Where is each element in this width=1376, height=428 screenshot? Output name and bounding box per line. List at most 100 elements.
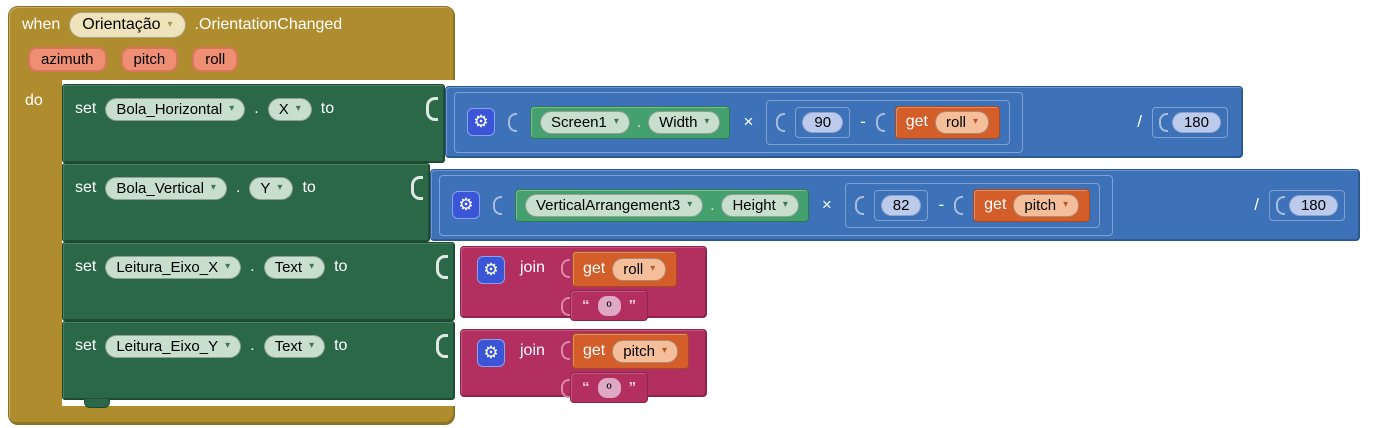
property-dropdown[interactable]: Y ▾ <box>249 176 294 200</box>
property-label: Text <box>274 337 303 355</box>
set-block-bola-vertical-y[interactable]: set Bola_Vertical ▾ . Y ▾ to <box>62 163 430 242</box>
dropdown-arrow-icon: ▾ <box>973 116 979 127</box>
dropdown-arrow-icon: ▾ <box>210 182 216 193</box>
dropdown-arrow-icon: ▾ <box>225 261 231 272</box>
division-block-2[interactable]: ⚙ VerticalArrangement3 ▾ . Height ▾ × 82 <box>430 169 1360 241</box>
get-pitch-block[interactable]: get pitch ▾ <box>572 333 689 369</box>
mutator-gear-button[interactable]: ⚙ <box>477 339 505 367</box>
set-keyword: set <box>75 100 97 117</box>
variable-dropdown[interactable]: roll ▾ <box>935 110 990 134</box>
getter-component-label: Screen1 <box>551 113 607 131</box>
dropdown-arrow-icon: ▾ <box>295 103 301 114</box>
subtraction-block-2[interactable]: 82 - get pitch ▾ <box>844 182 1101 228</box>
dropdown-arrow-icon: ▾ <box>225 340 231 351</box>
dot-label: . <box>250 258 255 275</box>
open-quote: “ <box>582 379 590 396</box>
divide-operator: / <box>1137 112 1142 131</box>
variable-dropdown[interactable]: pitch ▾ <box>612 339 678 363</box>
text-field[interactable]: º <box>597 295 621 316</box>
multiplication-block-1[interactable]: ⚙ Screen1 ▾ . Width ▾ × 90 - <box>454 91 1024 153</box>
component-dropdown[interactable]: Bola_Vertical ▾ <box>105 176 227 200</box>
number-field-180[interactable]: 180 <box>1171 111 1221 133</box>
get-pitch-block[interactable]: get pitch ▾ <box>973 188 1091 222</box>
when-keyword: when <box>22 16 61 33</box>
property-label: X <box>278 100 289 118</box>
do-keyword: do <box>25 92 43 109</box>
text-field[interactable]: º <box>597 377 621 398</box>
subtraction-block-1[interactable]: 90 - get roll ▾ <box>766 99 1011 145</box>
dot-label: . <box>710 196 715 214</box>
number-field-180[interactable]: 180 <box>1288 194 1338 216</box>
variable-label: roll <box>946 113 967 131</box>
socket-curve <box>493 195 502 215</box>
set-keyword: set <box>75 337 97 354</box>
close-quote: ” <box>628 379 637 396</box>
component-dropdown[interactable]: Bola_Horizontal ▾ <box>105 97 246 121</box>
value-socket <box>426 97 438 121</box>
dropdown-arrow-icon: ▾ <box>687 199 693 210</box>
dot-label: . <box>254 100 259 117</box>
set-block-leitura-eixo-x-text[interactable]: set Leitura_Eixo_X ▾ . Text ▾ to <box>62 242 455 321</box>
socket-curve <box>1275 195 1285 215</box>
component-dropdown[interactable]: Leitura_Eixo_Y ▾ <box>105 334 242 358</box>
dot-label: . <box>636 113 642 131</box>
variable-label: roll <box>623 260 644 278</box>
dropdown-arrow-icon: ▾ <box>167 19 173 30</box>
socket-curve <box>561 341 570 360</box>
variable-dropdown[interactable]: pitch ▾ <box>1013 193 1080 217</box>
param-roll[interactable]: roll <box>192 47 239 72</box>
number-socket: 90 <box>795 106 851 138</box>
set-block-bola-horizontal-x[interactable]: set Bola_Horizontal ▾ . X ▾ to <box>62 84 445 163</box>
join-keyword: join <box>520 259 545 276</box>
block-bottom-tab <box>84 399 110 408</box>
component-dropdown[interactable]: Leitura_Eixo_X ▾ <box>105 255 242 279</box>
event-component-label: Orientação <box>82 16 161 33</box>
event-name-label: .OrientationChanged <box>194 16 343 33</box>
to-keyword: to <box>320 100 335 117</box>
mutator-gear-button[interactable]: ⚙ <box>452 191 480 219</box>
get-roll-block[interactable]: get roll ▾ <box>572 251 678 287</box>
getter-property-dropdown[interactable]: Width ▾ <box>648 110 721 134</box>
multiply-operator: × <box>821 195 832 214</box>
number-field-82[interactable]: 82 <box>880 194 922 216</box>
number-field-90[interactable]: 90 <box>802 111 844 133</box>
text-string-block[interactable]: “ º ” <box>570 290 649 321</box>
variable-label: pitch <box>1024 196 1057 214</box>
text-string-block[interactable]: “ º ” <box>570 372 649 403</box>
socket-curve <box>854 195 864 215</box>
getter-component-dropdown[interactable]: Screen1 ▾ <box>540 110 630 134</box>
number-socket: 180 <box>1151 106 1228 138</box>
value-socket <box>436 255 448 279</box>
dropdown-arrow-icon: ▾ <box>613 116 619 127</box>
param-azimuth[interactable]: azimuth <box>28 47 107 72</box>
to-keyword: to <box>334 337 348 354</box>
component-getter-screen1-width[interactable]: Screen1 ▾ . Width ▾ <box>530 105 731 139</box>
getter-component-dropdown[interactable]: VerticalArrangement3 ▾ <box>525 193 704 217</box>
set-block-leitura-eixo-y-text[interactable]: set Leitura_Eixo_Y ▾ . Text ▾ to <box>62 321 455 400</box>
property-dropdown[interactable]: Text ▾ <box>263 334 326 358</box>
mutator-gear-button[interactable]: ⚙ <box>467 108 495 136</box>
division-block-1[interactable]: ⚙ Screen1 ▾ . Width ▾ × 90 - <box>445 86 1243 158</box>
variable-label: pitch <box>623 342 655 360</box>
value-socket <box>411 176 423 200</box>
get-roll-block[interactable]: get roll ▾ <box>894 105 1001 139</box>
param-pitch[interactable]: pitch <box>120 47 179 72</box>
component-label: Bola_Vertical <box>116 179 204 197</box>
property-dropdown[interactable]: X ▾ <box>267 97 312 121</box>
event-component-dropdown[interactable]: Orientação ▾ <box>69 12 186 38</box>
dot-label: . <box>250 337 255 354</box>
component-getter-verticalarrangement3-height[interactable]: VerticalArrangement3 ▾ . Height ▾ <box>515 188 809 222</box>
get-keyword: get <box>905 113 928 130</box>
divide-operator: / <box>1254 195 1259 214</box>
socket-curve <box>776 112 786 132</box>
number-socket: 82 <box>873 189 929 221</box>
component-label: Leitura_Eixo_X <box>116 258 219 276</box>
getter-property-dropdown[interactable]: Height ▾ <box>721 193 799 217</box>
property-dropdown[interactable]: Text ▾ <box>263 255 326 279</box>
minus-operator: - <box>938 195 945 214</box>
dot-label: . <box>235 179 241 196</box>
socket-curve <box>875 112 885 132</box>
variable-dropdown[interactable]: roll ▾ <box>612 257 667 281</box>
mutator-gear-button[interactable]: ⚙ <box>477 256 505 284</box>
multiplication-block-2[interactable]: ⚙ VerticalArrangement3 ▾ . Height ▾ × 82 <box>439 174 1114 236</box>
